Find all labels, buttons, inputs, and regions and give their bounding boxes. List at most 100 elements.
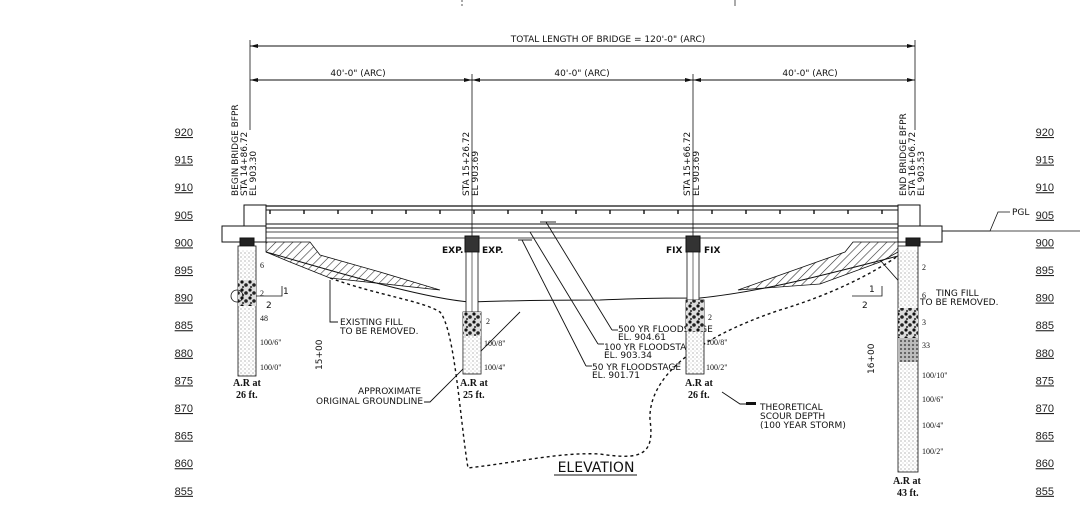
pier1-sta: STA 15+26.72	[462, 132, 472, 196]
pier1-el: EL 903.69	[471, 151, 481, 196]
end-bridge-label: END BRIDGE BFPR	[899, 113, 909, 196]
elevation-tick-label: 870	[1036, 403, 1054, 415]
span-1-label: 40'-0" (ARC)	[330, 69, 385, 79]
svg-text:100/6": 100/6"	[260, 338, 282, 347]
svg-text:ORIGINAL GROUNDLINE: ORIGINAL GROUNDLINE	[316, 397, 423, 407]
pier1-right-bearing: EXP.	[482, 246, 503, 256]
svg-text:33: 33	[922, 341, 930, 350]
total-length-dimension: TOTAL LENGTH OF BRIDGE = 120'-0" (ARC)	[249, 35, 916, 130]
svg-text:SCOUR DEPTH: SCOUR DEPTH	[760, 412, 825, 422]
elevation-tick-label: 890	[1036, 293, 1054, 305]
svg-text:TO BE REMOVED.: TO BE REMOVED.	[339, 327, 418, 337]
begin-bridge-label: BEGIN BRIDGE BFPR	[231, 104, 241, 196]
boring-4: 2 6 3 33 100/10" 100/6" 100/4" 100/2" A.…	[893, 245, 948, 499]
svg-text:EXISTING FILL: EXISTING FILL	[340, 318, 403, 328]
svg-text:EL. 903.34: EL. 903.34	[604, 351, 652, 361]
pier1-left-bearing: EXP.	[442, 246, 463, 256]
flood-50-note: 50 YR FLOODSTAGE EL. 901.71	[592, 363, 681, 381]
svg-text:A.R at: A.R at	[460, 378, 488, 389]
elevation-tick-label: 900	[1036, 237, 1054, 249]
sta-15-label: 15+00	[315, 339, 325, 370]
flood-500-note: 500 YR FLOODSTAGE EL. 904.61	[618, 325, 713, 343]
scour-note: THEORETICAL SCOUR DEPTH (100 YEAR STORM)	[746, 402, 846, 431]
svg-text:2: 2	[260, 289, 264, 298]
svg-text:2: 2	[486, 317, 490, 326]
existing-fill-right-note: TING FILL TO BE REMOVED.	[919, 289, 998, 308]
span-2-label: 40'-0" (ARC)	[554, 69, 609, 79]
svg-text:100 YR FLOODSTAGE: 100 YR FLOODSTAGE	[604, 343, 699, 353]
existing-fill-left-note: EXISTING FILL TO BE REMOVED.	[339, 318, 418, 337]
fill-right-hatch	[737, 241, 899, 291]
svg-text:EL. 901.71: EL. 901.71	[592, 371, 640, 381]
elevation-tick-label: 920	[175, 127, 193, 139]
svg-text:100/2": 100/2"	[706, 363, 728, 372]
elevation-tick-label: 885	[1036, 320, 1054, 332]
elevation-tick-label: 870	[175, 403, 193, 415]
svg-text:26 ft.: 26 ft.	[688, 390, 710, 401]
elevation-scale-right: 9209159109059008958908858808758708658608…	[1036, 127, 1054, 498]
elevation-tick-label: 880	[1036, 348, 1054, 360]
groundline-note: APPROXIMATE ORIGINAL GROUNDLINE	[316, 387, 423, 407]
svg-text:43 ft.: 43 ft.	[897, 488, 919, 499]
elevation-tick-label: 875	[1036, 375, 1054, 387]
svg-text:2: 2	[922, 263, 926, 272]
elevation-tick-label: 905	[1036, 210, 1054, 222]
pier2-sta: STA 15+66.72	[683, 132, 693, 196]
svg-text:(100 YEAR STORM): (100 YEAR STORM)	[760, 421, 846, 431]
boring-1: 6 2 48 100/6" 100/0" A.R at 26 ft.	[230, 245, 282, 401]
boring-2: 2 100/8" 100/4" A.R at 25 ft.	[460, 311, 506, 401]
elevation-tick-label: 900	[175, 237, 193, 249]
elevation-tick-label: 865	[1036, 431, 1054, 443]
svg-text:16+00: 16+00	[867, 343, 877, 374]
elevation-tick-label: 865	[175, 431, 193, 443]
elevation-tick-label: 855	[175, 486, 193, 498]
elevation-tick-label: 895	[1036, 265, 1054, 277]
svg-text:THEORETICAL: THEORETICAL	[759, 403, 823, 413]
svg-text:15+00: 15+00	[315, 339, 325, 370]
flood-100-note: 100 YR FLOODSTAGE EL. 903.34	[604, 343, 699, 361]
svg-text:100/4": 100/4"	[484, 363, 506, 372]
original-groundline-dashed	[329, 255, 899, 469]
elevation-tick-label: 915	[1036, 155, 1054, 167]
svg-text:100/8": 100/8"	[484, 339, 506, 348]
svg-text:26 ft.: 26 ft.	[236, 390, 258, 401]
elevation-tick-label: 885	[175, 320, 193, 332]
elevation-tick-label: 880	[175, 348, 193, 360]
svg-text:APPROXIMATE: APPROXIMATE	[358, 387, 421, 397]
pier2-el: EL 903.69	[692, 151, 702, 196]
svg-text:50 YR FLOODSTAGE: 50 YR FLOODSTAGE	[592, 363, 681, 373]
end-bridge-el: EL 903.53	[917, 151, 927, 196]
elevation-tick-label: 855	[1036, 486, 1054, 498]
svg-text:2: 2	[708, 313, 712, 322]
svg-text:100/6": 100/6"	[922, 395, 944, 404]
begin-bridge-sta: STA 14+86.72	[240, 132, 250, 196]
end-bridge-sta: STA 16+06.72	[908, 132, 918, 196]
span-3-label: 40'-0" (ARC)	[782, 69, 837, 79]
svg-text:A.R at: A.R at	[893, 476, 921, 487]
svg-text:TO BE REMOVED.: TO BE REMOVED.	[919, 298, 998, 308]
slope-left-h: 2	[266, 301, 272, 311]
elevation-tick-label: 890	[175, 293, 193, 305]
station-labels: BEGIN BRIDGE BFPR STA 14+86.72 EL 903.30…	[231, 104, 927, 196]
svg-text:EL. 904.61: EL. 904.61	[618, 333, 666, 343]
elevation-tick-label: 905	[175, 210, 193, 222]
flood-stage-markers	[518, 221, 618, 367]
svg-text:3: 3	[922, 318, 926, 327]
bridge-superstructure: PGL	[221, 204, 1080, 243]
fill-left-hatch	[265, 241, 441, 291]
elevation-tick-label: 860	[175, 458, 193, 470]
elevation-tick-label: 875	[175, 375, 193, 387]
begin-bridge-el: EL 903.30	[249, 151, 259, 196]
svg-text:6: 6	[260, 261, 264, 270]
boring-3: 2 100/8" 100/2" A.R at 26 ft.	[685, 299, 728, 401]
svg-text:100/0": 100/0"	[260, 363, 282, 372]
slope-left-v: 1	[283, 287, 289, 297]
svg-text:TING FILL: TING FILL	[935, 289, 979, 299]
elevation-tick-label: 910	[175, 182, 193, 194]
elevation-scale-left: 9209159109059008958908858808758708658608…	[175, 127, 193, 498]
svg-text:A.R at: A.R at	[685, 378, 713, 389]
elevation-tick-label: 910	[1036, 182, 1054, 194]
svg-text:100/8": 100/8"	[706, 338, 728, 347]
elevation-tick-label: 860	[1036, 458, 1054, 470]
